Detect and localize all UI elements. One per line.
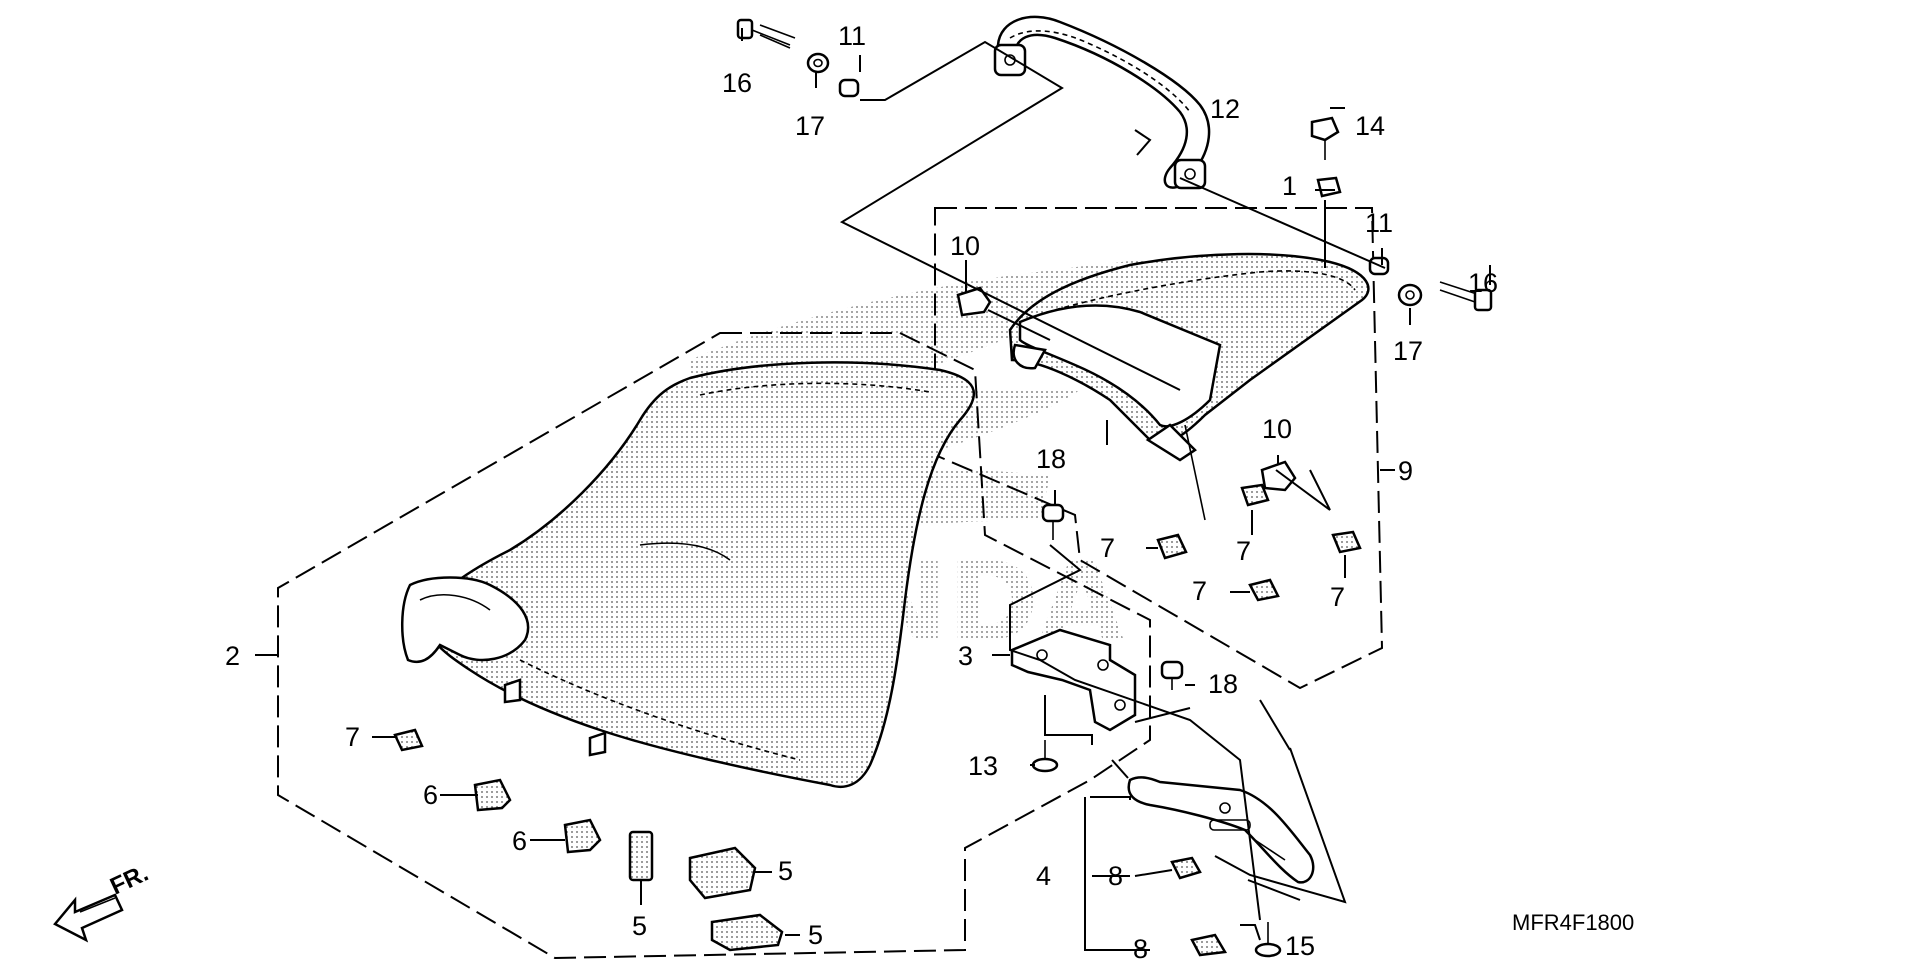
leader-lines bbox=[255, 28, 1491, 951]
callout-7-b: 7 bbox=[1236, 536, 1251, 566]
callout-8-b: 8 bbox=[1133, 934, 1148, 959]
callout-3: 3 bbox=[958, 641, 973, 671]
lower-rail bbox=[1127, 776, 1315, 884]
callout-12: 12 bbox=[1210, 94, 1240, 124]
callout-8-a: 8 bbox=[1108, 861, 1123, 891]
callout-16-a: 16 bbox=[722, 68, 752, 98]
screw-18-right bbox=[1160, 660, 1184, 690]
collar-11-left bbox=[838, 78, 860, 98]
screw-14 bbox=[1310, 116, 1340, 142]
callout-7-e: 7 bbox=[345, 722, 360, 752]
callout-18-b: 18 bbox=[1208, 669, 1238, 699]
front-label: FR. bbox=[106, 860, 152, 901]
grab-rail bbox=[993, 15, 1211, 190]
rear-seat-assembly-boundary bbox=[934, 207, 1384, 690]
callout-7-c: 7 bbox=[1192, 576, 1207, 606]
callout-9: 9 bbox=[1398, 456, 1413, 486]
callout-14: 14 bbox=[1355, 111, 1385, 141]
callout-7-a: 7 bbox=[1100, 533, 1115, 563]
clip-nut-7-e bbox=[393, 728, 424, 752]
screw-13 bbox=[1031, 740, 1059, 773]
callout-10-a: 10 bbox=[950, 231, 980, 261]
callout-5-c: 5 bbox=[808, 920, 823, 950]
rubber-5-a bbox=[628, 830, 654, 882]
callout-4: 4 bbox=[1036, 861, 1051, 891]
small-parts bbox=[393, 18, 1493, 958]
clip-nut-7-a bbox=[1156, 533, 1188, 560]
callout-11-b: 11 bbox=[1365, 208, 1393, 238]
clip-nut-8-a bbox=[1170, 856, 1202, 880]
clip-nut-7-b bbox=[1240, 483, 1270, 507]
nut-1 bbox=[1316, 176, 1342, 198]
rubber-5-b bbox=[688, 846, 757, 900]
bolt-16-right bbox=[1439, 281, 1493, 312]
bolt-16-left bbox=[736, 18, 796, 49]
callout-17-b: 17 bbox=[1393, 336, 1423, 366]
callout-18-a: 18 bbox=[1036, 444, 1066, 474]
callout-13: 13 bbox=[968, 751, 998, 781]
clip-nut-7-d bbox=[1248, 578, 1280, 602]
screw-18-top bbox=[1041, 503, 1065, 540]
screw-15 bbox=[1254, 922, 1282, 958]
rear-seat bbox=[1008, 252, 1370, 521]
callout-6-b: 6 bbox=[512, 826, 527, 856]
clip-nut-8-b bbox=[1190, 933, 1228, 957]
callout-17-a: 17 bbox=[795, 111, 825, 141]
seat-assembly-boundary bbox=[277, 332, 1151, 959]
callout-15: 15 bbox=[1285, 931, 1315, 959]
callout-labels: 1 2 3 4 5 5 5 6 6 7 7 7 7 7 8 8 9 10 10 … bbox=[225, 21, 1634, 959]
washer-17-right bbox=[1397, 283, 1423, 307]
callout-1: 1 bbox=[1282, 171, 1297, 201]
callout-2: 2 bbox=[225, 641, 240, 671]
main-seat bbox=[400, 361, 976, 789]
nut-6-a bbox=[473, 778, 512, 812]
nut-6-b bbox=[563, 818, 602, 854]
callout-6-a: 6 bbox=[423, 780, 438, 810]
callout-5-a: 5 bbox=[632, 911, 647, 941]
washer-17-left bbox=[806, 52, 830, 74]
front-direction-arrow: FR. bbox=[53, 860, 153, 943]
callout-16-b: 16 bbox=[1468, 268, 1498, 298]
callout-7-d: 7 bbox=[1330, 582, 1345, 612]
callout-11-a: 11 bbox=[838, 21, 866, 51]
callout-5-b: 5 bbox=[778, 856, 793, 886]
clip-nut-7-c bbox=[1331, 530, 1362, 554]
callout-10-b: 10 bbox=[1262, 414, 1292, 444]
collar-10-right bbox=[1260, 460, 1297, 492]
diagram-code: MFR4F1800 bbox=[1512, 910, 1634, 935]
rubber-5-c bbox=[710, 913, 784, 952]
